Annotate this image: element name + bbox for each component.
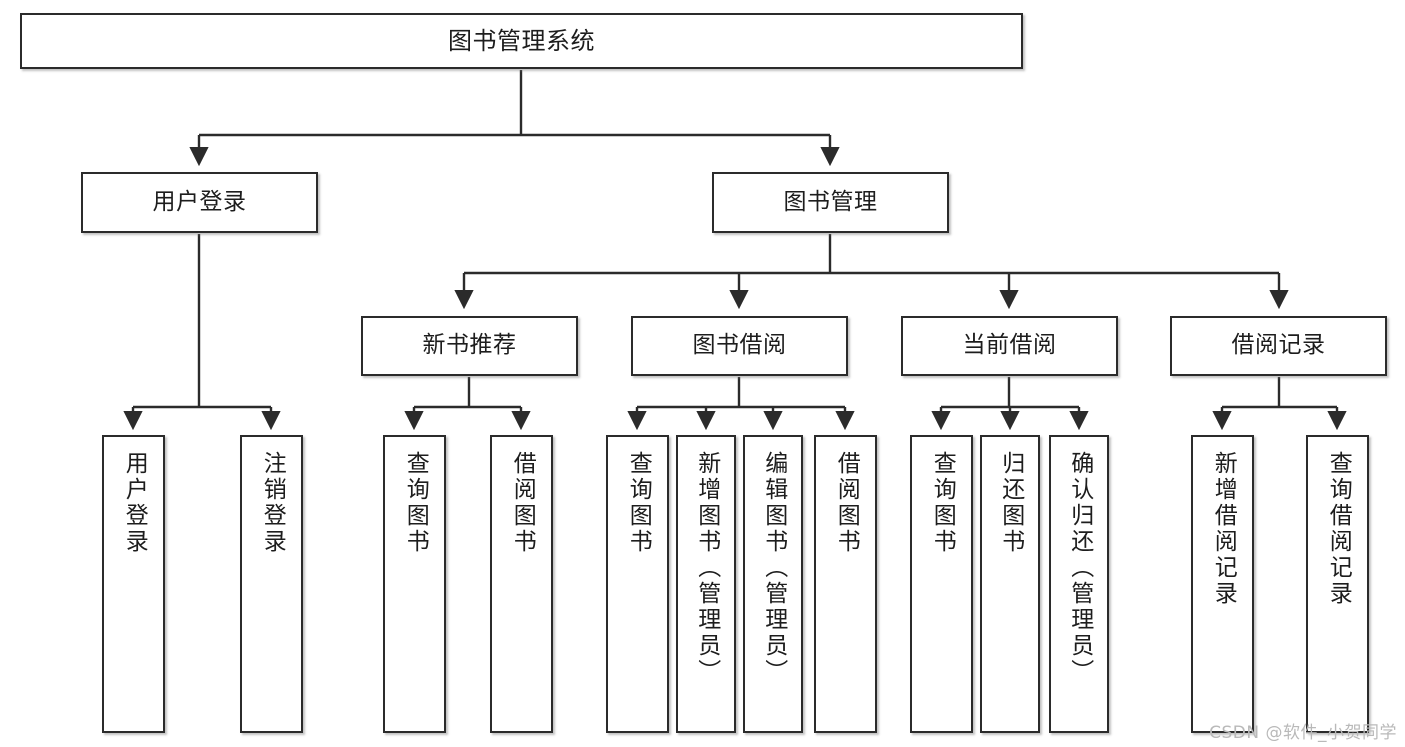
node-leaf-query-book-3-label: 查询图书 <box>929 451 956 555</box>
node-leaf-query-book-2-label: 查询图书 <box>625 451 652 555</box>
node-leaf-add-record[interactable]: 新增借阅记录 <box>1191 435 1254 733</box>
node-leaf-borrow-book-1[interactable]: 借阅图书 <box>490 435 553 733</box>
node-leaf-user-login-label: 用户登录 <box>121 451 148 555</box>
node-leaf-logout[interactable]: 注销登录 <box>240 435 303 733</box>
node-new-book-recommend-label: 新书推荐 <box>422 332 517 359</box>
node-leaf-borrow-book-2[interactable]: 借阅图书 <box>814 435 877 733</box>
node-current-borrow-label: 当前借阅 <box>962 332 1057 359</box>
node-leaf-query-book-2[interactable]: 查询图书 <box>606 435 669 733</box>
node-book-manage[interactable]: 图书管理 <box>712 172 949 233</box>
node-leaf-borrow-book-2-label: 借阅图书 <box>833 451 860 555</box>
node-leaf-query-record-label: 查询借阅记录 <box>1325 451 1352 607</box>
node-leaf-confirm-return-label: 确认归还（管理员） <box>1066 451 1093 685</box>
node-leaf-query-record[interactable]: 查询借阅记录 <box>1306 435 1369 733</box>
node-leaf-edit-book[interactable]: 编辑图书（管理员） <box>743 435 803 733</box>
node-leaf-return-book[interactable]: 归还图书 <box>980 435 1040 733</box>
node-user-login-label: 用户登录 <box>152 188 247 215</box>
node-user-login[interactable]: 用户登录 <box>81 172 318 233</box>
node-root-label: 图书管理系统 <box>448 26 595 55</box>
node-leaf-add-book[interactable]: 新增图书（管理员） <box>676 435 736 733</box>
node-leaf-logout-label: 注销登录 <box>259 451 286 555</box>
node-book-borrow[interactable]: 图书借阅 <box>631 316 848 376</box>
node-leaf-add-record-label: 新增借阅记录 <box>1210 451 1237 607</box>
node-leaf-query-book-3[interactable]: 查询图书 <box>910 435 973 733</box>
node-leaf-add-book-label: 新增图书（管理员） <box>693 451 720 685</box>
node-leaf-borrow-book-1-label: 借阅图书 <box>509 451 536 555</box>
node-borrow-record[interactable]: 借阅记录 <box>1170 316 1387 376</box>
node-book-borrow-label: 图书借阅 <box>692 332 787 359</box>
node-borrow-record-label: 借阅记录 <box>1231 332 1326 359</box>
watermark-text: CSDN @软件_小贺同学 <box>1209 723 1397 743</box>
node-leaf-return-book-label: 归还图书 <box>997 451 1024 555</box>
node-leaf-edit-book-label: 编辑图书（管理员） <box>760 451 787 685</box>
node-current-borrow[interactable]: 当前借阅 <box>901 316 1118 376</box>
node-leaf-query-book-1-label: 查询图书 <box>402 451 429 555</box>
node-leaf-confirm-return[interactable]: 确认归还（管理员） <box>1049 435 1109 733</box>
node-book-manage-label: 图书管理 <box>783 188 878 215</box>
node-root[interactable]: 图书管理系统 <box>20 13 1023 69</box>
node-new-book-recommend[interactable]: 新书推荐 <box>361 316 578 376</box>
node-leaf-query-book-1[interactable]: 查询图书 <box>383 435 446 733</box>
node-leaf-user-login[interactable]: 用户登录 <box>102 435 165 733</box>
